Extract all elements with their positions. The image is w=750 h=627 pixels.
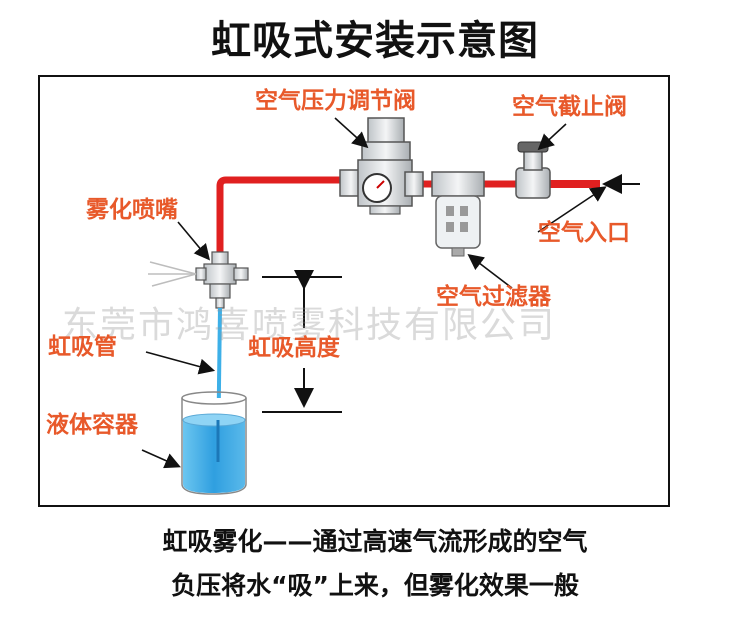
label-siphon-height: 虹吸高度 [248,335,340,361]
label-siphon-tube: 虹吸管 [48,334,117,360]
label-air-filter: 空气过滤器 [436,284,551,310]
label-liquid-container: 液体容器 [46,412,138,438]
label-pressure-regulator: 空气压力调节阀 [255,88,416,114]
liquid-container [181,391,247,495]
height-indicator [262,270,342,413]
shutoff-valve [515,141,551,199]
air-filter [431,171,485,257]
diagram-title: 虹吸式安装示意图 [211,18,539,64]
label-air-inlet: 空气入口 [538,220,630,246]
label-shutoff-valve: 空气截止阀 [512,94,627,120]
caption-line-2: 负压将水“吸”上来，但雾化效果一般 [171,571,579,600]
pressure-regulator [339,117,424,215]
spray-mist-icon [148,261,197,287]
leader-lines [141,117,607,469]
watermark: 东莞市鸿喜喷雾科技有限公司 [62,305,557,346]
atomizing-nozzle [148,251,249,309]
label-nozzle: 雾化喷嘴 [86,197,178,223]
caption-line-1: 虹吸雾化——通过高速气流形成的空气 [162,527,588,556]
